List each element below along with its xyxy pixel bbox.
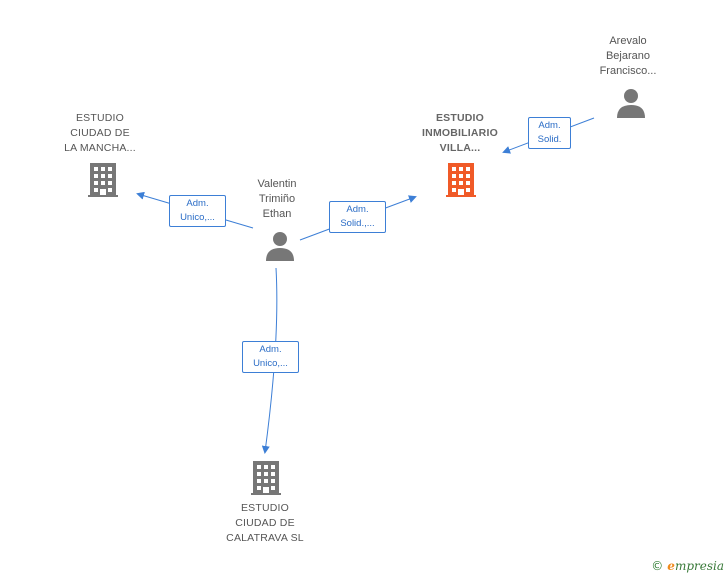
empresia-logo: ©empresia: [651, 559, 724, 573]
building-icon[interactable]: [88, 163, 118, 197]
person-label-valentin[interactable]: Valentin Trimiño Ethan: [257, 178, 297, 220]
person-icon[interactable]: [265, 231, 295, 261]
company-label-mancha[interactable]: ESTUDIO CIUDAD DE LA MANCHA...: [64, 112, 136, 154]
building-icon[interactable]: [446, 163, 476, 197]
person-label-arevalo[interactable]: Arevalo Bejarano Francisco...: [599, 35, 657, 77]
company-label-villa[interactable]: ESTUDIO INMOBILIARIO VILLA...: [422, 112, 498, 154]
edge-label-valentin-villa[interactable]: Adm. Solid.,...: [329, 201, 386, 233]
building-icon[interactable]: [251, 461, 281, 495]
edge-label-valentin-calatrava[interactable]: Adm. Unico,...: [242, 341, 299, 373]
edge-label-valentin-mancha[interactable]: Adm. Unico,...: [169, 195, 226, 227]
copyright-icon: ©: [651, 559, 664, 573]
company-label-calatrava[interactable]: ESTUDIO CIUDAD DE CALATRAVA SL: [226, 502, 304, 544]
edge-label-arevalo-villa[interactable]: Adm. Solid.: [528, 117, 571, 149]
person-icon[interactable]: [616, 88, 646, 118]
